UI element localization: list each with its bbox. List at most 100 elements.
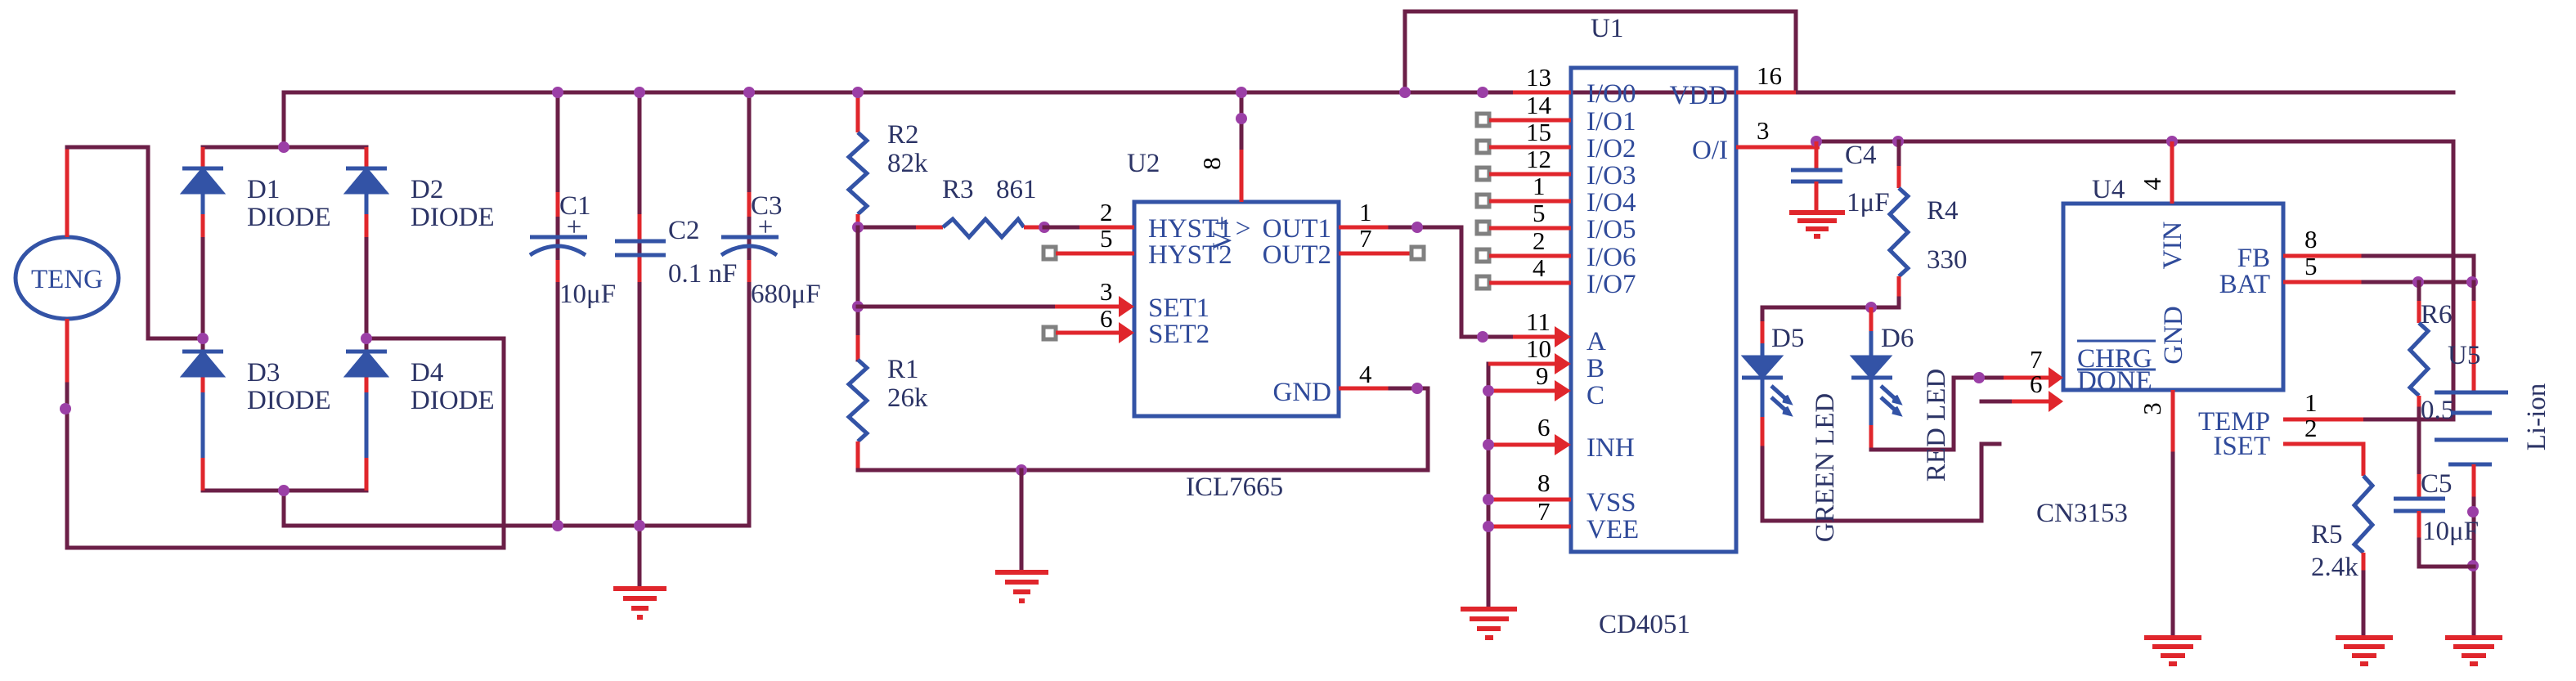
ground-icon (2445, 635, 2502, 666)
u4-pin7-num: 7 (2030, 345, 2043, 374)
u1-io2-num: 15 (1526, 118, 1551, 146)
u1-body (1568, 65, 1739, 554)
u1-io0-label: I/O0 (1586, 79, 1636, 109)
u1-pin7-num: 7 (1537, 497, 1551, 526)
u4-iset-label: ISET (2213, 432, 2270, 461)
u1-io1-num: 14 (1526, 91, 1552, 119)
d5-value: GREEN LED (1811, 393, 1840, 542)
u1-io3-num: 12 (1526, 145, 1551, 173)
r2-value: 82k (887, 149, 928, 178)
u4-part: CN3153 (2036, 499, 2128, 528)
input-arrow-icon (1119, 322, 1134, 343)
u1-c-label: C (1586, 381, 1604, 410)
led-d5: D5 GREEN LED (1740, 305, 2002, 542)
u1-io7-label: I/O7 (1586, 270, 1636, 299)
u4-pin2-num: 2 (2304, 414, 2318, 442)
input-arrow-icon (1555, 434, 1571, 455)
ground-icon (613, 586, 666, 620)
u2-body (1132, 199, 1341, 419)
r1-ref: R1 (887, 355, 919, 384)
u1-part: CD4051 (1599, 610, 1690, 639)
u2-set2-label: SET2 (1148, 320, 1209, 349)
u1-pin8-num: 8 (1537, 468, 1551, 497)
c3-plus: + (758, 213, 774, 242)
ground-icon (1461, 607, 1517, 640)
u2-ref: U2 (1127, 149, 1160, 178)
d3-value: DIODE (247, 386, 331, 415)
u1-b-label: B (1586, 354, 1604, 383)
c2-ref: C2 (668, 216, 700, 245)
u1-pin6-num: 6 (1537, 413, 1551, 441)
u1-io3-label: I/O3 (1586, 161, 1636, 190)
c3-value: 680μF (751, 280, 821, 309)
r1-value: 26k (887, 383, 928, 413)
resistor-icon (846, 131, 870, 216)
teng-label: TENG (31, 265, 103, 294)
no-connect-icon (1474, 111, 1492, 128)
u1-vss-label: VSS (1586, 488, 1636, 517)
d2-value: DIODE (411, 203, 495, 232)
c1-ref: C1 (559, 191, 591, 221)
c4-ref: C4 (1845, 141, 1877, 170)
u1-vdd-label: VDD (1670, 81, 1729, 110)
u2-hyst2-label: HYST2 (1148, 240, 1232, 270)
u5-ref: U5 (2448, 341, 2480, 370)
u1-io6-num: 2 (1533, 226, 1546, 255)
u1-io1: 14 I/O1 (1474, 91, 1636, 137)
d3-ref: D3 (247, 358, 280, 388)
u4-pin8-num: 8 (2304, 225, 2318, 253)
capacitor-c2: C2 0.1 nF (613, 87, 737, 620)
r4-ref: R4 (1927, 196, 1959, 226)
u1-io4-num: 1 (1533, 172, 1546, 200)
led-icon (1849, 355, 1893, 380)
no-connect-icon (1474, 165, 1492, 182)
c1-plus: + (567, 213, 582, 242)
u1-io2: 15 I/O2 (1474, 118, 1636, 164)
u4-vin-label: VIN (2158, 222, 2188, 270)
d4-ref: D4 (411, 358, 443, 388)
r4-value: 330 (1927, 245, 1968, 275)
input-arrow-icon (2049, 367, 2063, 388)
no-connect-icon (1409, 244, 1426, 262)
u1-pin9-num: 9 (1536, 361, 1549, 390)
no-connect-icon (1474, 138, 1492, 155)
led-d6: D6 RED LED (1849, 302, 2006, 482)
u4-pin3-num: 3 (2138, 402, 2166, 415)
u4-pin1-num: 1 (2304, 388, 2318, 417)
diode-d1: D1 DIODE (179, 147, 331, 237)
d1-ref: D1 (247, 175, 280, 204)
u1-ref: U1 (1591, 14, 1623, 43)
resistor-r3: R3 861 (852, 175, 1082, 240)
input-arrow-icon (1555, 326, 1571, 347)
u2-part: ICL7665 (1186, 473, 1283, 502)
u1-io7: 4 I/O7 (1474, 253, 1636, 299)
capacitor-c4: C4 1μF (1789, 136, 2456, 239)
resistor-icon (846, 358, 870, 443)
u1-a-label: A (1586, 327, 1606, 356)
u1-io4-label: I/O4 (1586, 188, 1636, 217)
u1-io5-num: 5 (1533, 199, 1546, 227)
no-connect-icon (1474, 219, 1492, 236)
resistor-icon (2351, 474, 2376, 554)
c5-value: 10μF (2422, 517, 2479, 546)
led-icon (1740, 355, 1784, 380)
resistor-icon (2407, 321, 2431, 397)
ground-icon (1789, 210, 1845, 239)
no-connect-icon (1474, 192, 1492, 209)
input-arrow-icon (2049, 391, 2063, 412)
u2-pin2-num: 2 (1100, 198, 1113, 226)
u1-pin16-num: 16 (1757, 61, 1782, 90)
r3-ref: R3 (942, 175, 974, 204)
input-arrow-icon (1555, 380, 1571, 401)
no-connect-icon (1474, 274, 1492, 291)
ground-icon (2144, 635, 2201, 666)
u2-out2-label: OUT2 (1263, 240, 1331, 270)
u1-io5: 5 I/O5 (1474, 199, 1636, 244)
u4-fb-label: FB (2237, 244, 2270, 273)
diode-d4: D4 DIODE (343, 349, 495, 491)
c4-value: 1μF (1847, 188, 1890, 217)
resistor-r6: R6 0.5 (2407, 276, 2454, 477)
d1-value: DIODE (247, 203, 331, 232)
ground-icon (995, 570, 1048, 603)
u2-out1-label: OUT1 (1263, 214, 1331, 244)
